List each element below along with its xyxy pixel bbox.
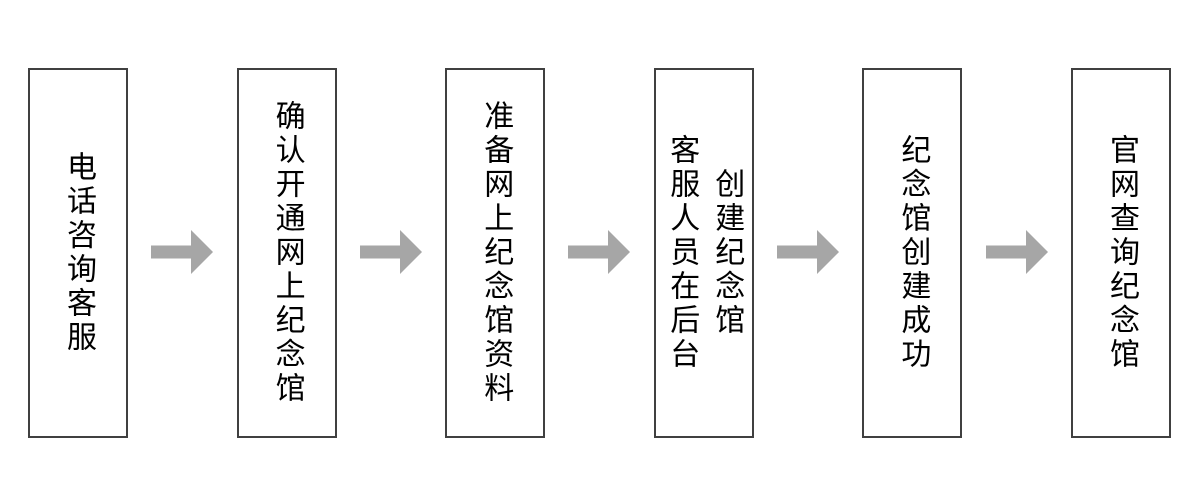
step-box-3: 准备网上纪念馆资料 (445, 68, 546, 438)
arrow-right-icon (359, 230, 422, 274)
arrow-right-icon (777, 230, 840, 274)
step-box-1: 电话咨询客服 (28, 68, 128, 438)
step-1-label: 电话咨询客服 (62, 151, 95, 355)
step-4-label-column-2: 创建纪念馆 (710, 168, 744, 338)
step-box-5: 纪念馆创建成功 (862, 68, 963, 438)
step-2-label: 确认开通网上纪念馆 (270, 100, 304, 406)
step-box-6: 官网查询纪念馆 (1070, 68, 1171, 438)
step-6-label: 官网查询纪念馆 (1104, 134, 1138, 372)
arrow-right-icon (151, 230, 214, 274)
arrow-right-icon (568, 230, 631, 274)
step-3-label: 准备网上纪念馆资料 (479, 100, 513, 406)
step-4-label-column-1: 客服人员在后台 (665, 134, 699, 372)
step-box-2: 确认开通网上纪念馆 (236, 68, 337, 438)
step-5-label: 纪念馆创建成功 (896, 134, 930, 372)
step-box-4: 客服人员在后台 创建纪念馆 (653, 68, 754, 438)
arrow-right-icon (985, 230, 1048, 274)
